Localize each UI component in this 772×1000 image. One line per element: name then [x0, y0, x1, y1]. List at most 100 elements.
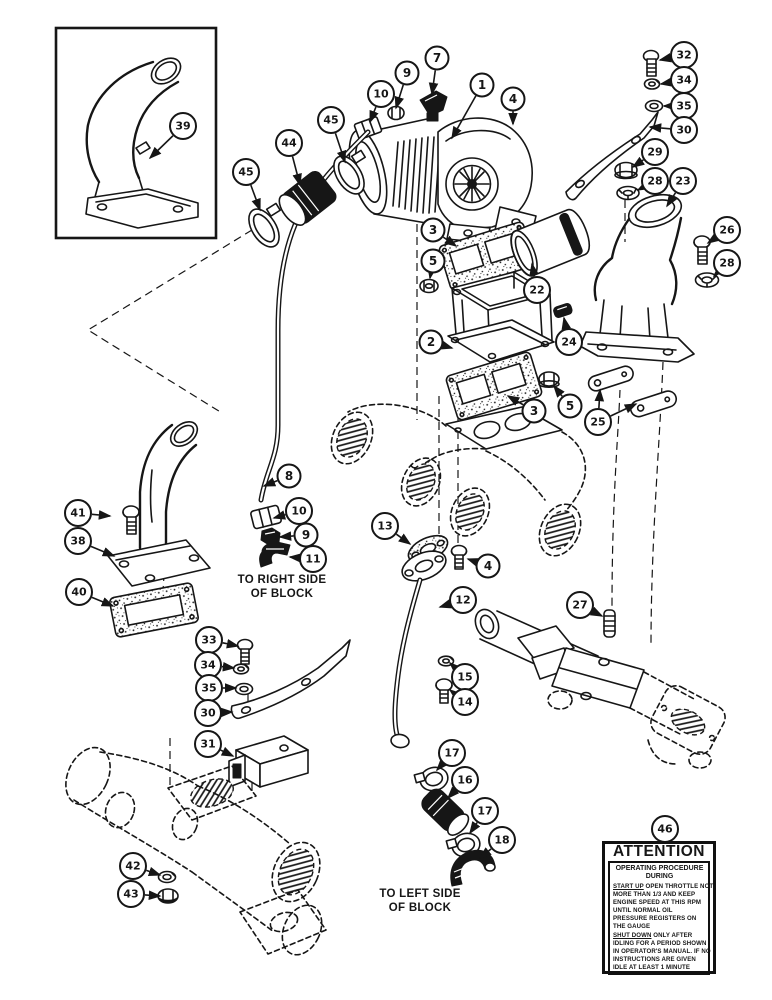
callout-number: 3 — [429, 223, 437, 237]
part-bolt-14 — [435, 678, 453, 704]
part-exhaust-elbow-23 — [579, 193, 695, 363]
callout-number: 38 — [70, 535, 85, 548]
callout-number: 9 — [403, 66, 411, 80]
callout-number: 28 — [647, 175, 662, 188]
part-inlet-elbow-39 — [85, 57, 199, 229]
label-line: TO LEFT SIDE — [379, 888, 461, 900]
callout-leader-line — [144, 890, 162, 901]
callout-25: 25 — [584, 388, 638, 436]
part-bolt-26 — [693, 235, 711, 265]
callout-number: 27 — [572, 599, 587, 612]
callout-leader-line — [506, 395, 524, 406]
callout-15: 15 — [448, 661, 479, 691]
part-oil-supply-line-8 — [250, 129, 371, 568]
callout-16: 16 — [446, 766, 479, 800]
callout-circle — [641, 167, 669, 195]
attention-line: THE GAUGE — [613, 923, 651, 931]
attention-line: UNTIL NORMAL OIL — [613, 907, 673, 915]
callout-leader-line — [394, 84, 405, 110]
callout-41: 41 — [64, 499, 112, 527]
label-line: OF BLOCK — [388, 901, 452, 914]
callout-9: 9 — [278, 522, 319, 548]
callout-29: 29 — [631, 138, 669, 168]
attention-line: PRESSURE REGISTERS ON — [613, 915, 697, 923]
callout-number: 9 — [302, 528, 310, 542]
callout-14: 14 — [448, 688, 479, 716]
attention-inner-box: OPERATING PROCEDURE DURING START UP OPEN… — [608, 861, 714, 976]
callout-27: 27 — [566, 591, 604, 619]
part-nut-29 — [614, 161, 638, 180]
callout-number: 42 — [125, 860, 140, 873]
callout-17: 17 — [469, 797, 499, 835]
callout-leader-line — [659, 77, 673, 87]
callout-35: 35 — [662, 92, 698, 120]
callout-leader-line — [666, 192, 678, 208]
callout-number: 40 — [71, 586, 87, 599]
part-spacer-block-31 — [228, 735, 309, 788]
part-brace-30 — [565, 111, 659, 201]
callout-leader-line — [589, 606, 604, 617]
callout-circle — [299, 545, 327, 573]
callout-circle — [471, 797, 499, 825]
callout-leader-line — [648, 123, 671, 133]
attention-line: ENGINE SPEED AT THIS RPM — [613, 899, 702, 907]
callout-23: 23 — [666, 167, 697, 208]
callout-4: 4 — [500, 86, 526, 126]
callout-number: 3 — [530, 404, 538, 418]
callout-5: 5 — [553, 384, 583, 419]
part-clamp-17a — [413, 766, 449, 792]
callout-number: 44 — [281, 137, 297, 150]
callout-43: 43 — [117, 880, 162, 908]
callout-number: 30 — [200, 707, 216, 720]
callout-number: 28 — [719, 257, 734, 270]
label-to-left-side-of-block: TO LEFT SIDE OF BLOCK — [340, 888, 500, 915]
callout-circle — [117, 880, 145, 908]
callout-circle — [641, 138, 669, 166]
callout-leader-line — [466, 558, 481, 568]
callout-number: 30 — [676, 124, 692, 137]
callout-number: 25 — [590, 416, 605, 429]
callout-number: 5 — [566, 399, 574, 413]
part-clamp-45-left — [248, 202, 282, 248]
callout-number: 31 — [200, 738, 215, 751]
callout-number: 33 — [201, 634, 216, 647]
callout-number: 23 — [675, 175, 690, 188]
callout-11: 11 — [288, 545, 327, 573]
label-to-right-side-of-block: TO RIGHT SIDE OF BLOCK — [202, 574, 362, 601]
callout-45: 45 — [232, 158, 261, 212]
callout-24: 24 — [555, 316, 583, 356]
callout-number: 34 — [200, 659, 216, 672]
callout-leader-line — [561, 316, 571, 330]
part-brace-30b — [230, 639, 351, 720]
callout-17: 17 — [435, 739, 466, 772]
callout-circle — [669, 167, 697, 195]
callout-8: 8 — [262, 463, 302, 489]
callout-circle — [449, 586, 477, 614]
callout-number: 4 — [509, 92, 517, 106]
callout-28: 28 — [636, 167, 669, 195]
callout-3: 3 — [506, 395, 547, 424]
callout-34: 34 — [194, 651, 236, 679]
part-stud-24 — [553, 303, 573, 318]
attention-title: ATTENTION — [612, 843, 706, 860]
part-front-manifold-reference — [330, 403, 587, 557]
attention-line: START UP OPEN THROTTLE NOT — [613, 883, 714, 890]
callout-leader-line — [446, 786, 460, 800]
part-nut-9 — [387, 105, 405, 121]
callout-18: 18 — [478, 826, 516, 860]
part-washer-42 — [157, 870, 177, 884]
callout-circle — [194, 699, 222, 727]
callout-number: 2 — [427, 335, 435, 349]
callout-number: 13 — [377, 520, 392, 533]
callout-leader-line — [442, 235, 458, 247]
callout-circle — [64, 527, 92, 555]
part-fitting-7 — [419, 90, 448, 122]
callout-number: 45 — [238, 166, 253, 179]
callout-circle — [119, 852, 147, 880]
callout-number: 11 — [305, 553, 320, 566]
callout-circle — [367, 80, 395, 108]
callout-circle — [555, 328, 583, 356]
callout-9: 9 — [394, 60, 420, 110]
